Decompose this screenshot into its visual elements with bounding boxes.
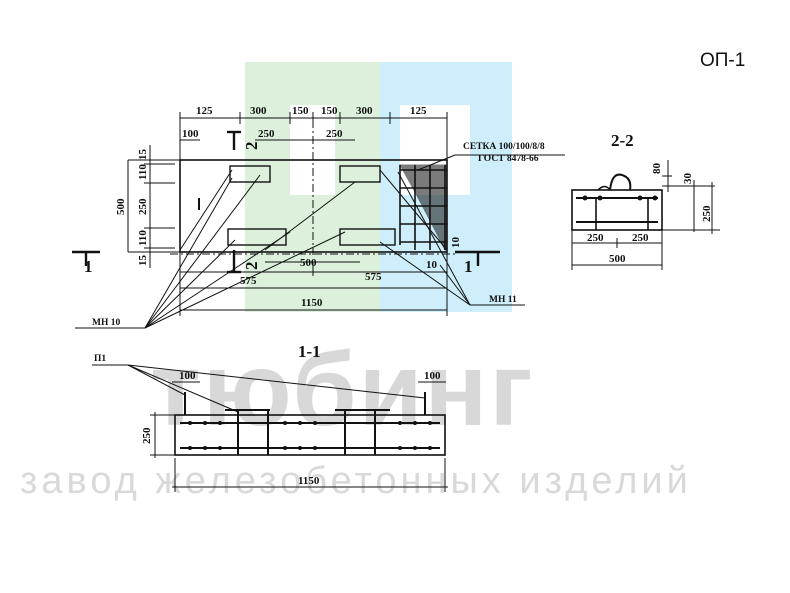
- embed-plate: [339, 228, 396, 246]
- dim-left-1: 15: [137, 149, 149, 161]
- dim-top-6: 125: [410, 105, 427, 117]
- dim-bottom-right: 575: [365, 271, 382, 283]
- dim-bottom-total: 1150: [301, 297, 323, 309]
- dim-11-d: 1150: [298, 475, 320, 487]
- dim-11-b: 100: [424, 370, 441, 382]
- dim-22-f: 500: [609, 253, 626, 265]
- dim-left-4: 110: [137, 230, 149, 246]
- dim-11-a: 100: [179, 370, 196, 382]
- sheet-code: ОП-1: [700, 50, 746, 71]
- dim-11-c: 250: [141, 427, 153, 444]
- section-11-outline: [174, 414, 446, 456]
- dim-top-4: 150: [321, 105, 338, 117]
- dim-left-2: 110: [137, 164, 149, 180]
- section-22-title: 2-2: [611, 131, 634, 150]
- dim-right-gap: 10: [450, 237, 462, 249]
- label-grid: СЕТКА 100/100/8/8: [463, 142, 545, 152]
- watermark-brand: тюбинг: [150, 332, 535, 448]
- dim-inner-3: 250: [326, 128, 343, 140]
- dim-inner-1: 100: [182, 128, 199, 140]
- embed-plate: [339, 165, 381, 183]
- label-mesh-right: МН 11: [489, 295, 517, 305]
- dim-22-c: 250: [701, 205, 713, 222]
- section-22-outline: [571, 189, 663, 231]
- dim-bottom-left: 575: [240, 275, 257, 287]
- section-mark-1-left: 1: [84, 257, 93, 276]
- dim-top-3: 150: [292, 105, 309, 117]
- dim-22-a: 80: [651, 163, 663, 175]
- dim-left-5: 15: [137, 255, 149, 267]
- label-standard: ГОСТ 8478-66: [478, 154, 539, 164]
- dim-top-5: 300: [356, 105, 373, 117]
- rebar-dots: [188, 421, 432, 450]
- section-mark-2-bottom: 2: [242, 262, 261, 271]
- label-mesh-left: МН 10: [92, 318, 120, 328]
- embed-plate: [227, 228, 287, 246]
- watermark-tagline: завод железобетонных изделий: [20, 460, 692, 502]
- label-p1: П1: [94, 354, 106, 364]
- dim-left-3: 250: [137, 198, 149, 215]
- dim-top-2: 300: [250, 105, 267, 117]
- section-11-title: 1-1: [298, 342, 321, 361]
- section-mark-1-right: 1: [464, 257, 473, 276]
- section-mark-2-top: 2: [242, 142, 261, 151]
- dim-22-b: 30: [682, 173, 694, 185]
- dim-height: 500: [115, 198, 127, 215]
- dim-bottom-edge: 10: [426, 259, 438, 271]
- dim-top-1: 125: [196, 105, 213, 117]
- dim-22-d: 250: [587, 232, 604, 244]
- dim-22-e: 250: [632, 232, 649, 244]
- dim-inner-2: 250: [258, 128, 275, 140]
- dim-bottom-center: 500: [300, 257, 317, 269]
- embed-plate: [229, 165, 271, 183]
